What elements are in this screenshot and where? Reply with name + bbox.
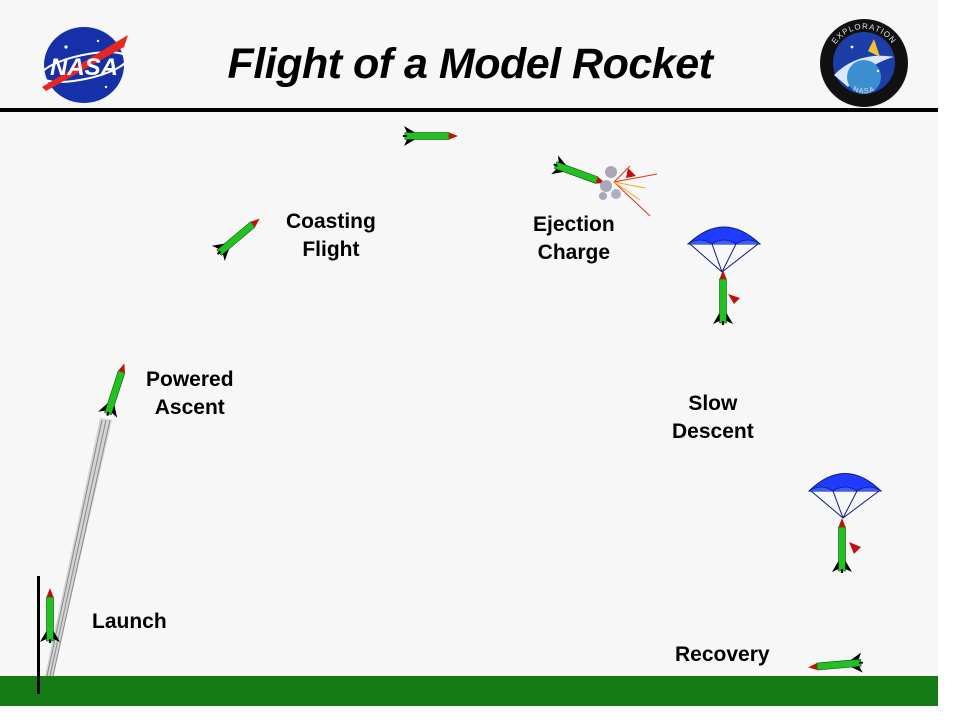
ejection-line2: Charge (537, 241, 611, 264)
ground (0, 676, 938, 706)
rocket-apogee-icon (402, 125, 459, 147)
exhaust-trail (45, 418, 112, 677)
ejection-line1: Ejection (533, 213, 615, 236)
powered-line2: Ascent (154, 396, 225, 419)
bottom-margin (0, 706, 960, 720)
rocket-recovery-icon (806, 652, 865, 678)
label-slow-descent: Slow Descent (672, 390, 754, 446)
coasting-line2: Flight (302, 238, 360, 261)
label-launch: Launch (92, 608, 167, 636)
launch-text: Launch (92, 610, 167, 633)
rocket-ejection-icon (549, 154, 610, 194)
label-coasting-flight: Coasting Flight (286, 208, 376, 264)
coasting-line1: Coasting (286, 210, 376, 233)
descent-line1: Slow (688, 392, 738, 415)
recovery-text: Recovery (675, 643, 770, 666)
ejection-burst (549, 154, 658, 217)
rocket-descent-lower-icon (831, 517, 853, 574)
svg-text:NASA: NASA (852, 86, 876, 95)
emblem-bottom-text: NASA (852, 86, 875, 95)
label-ejection-charge: Ejection Charge (533, 211, 615, 267)
diagram-panel (0, 0, 938, 720)
descent-line2: Descent (672, 420, 754, 443)
powered-line1: Powered (146, 368, 234, 391)
header-rule (0, 108, 938, 112)
exploration-emblem-icon: EXPLORATION NASA (820, 19, 908, 107)
label-powered-ascent: Powered Ascent (146, 366, 234, 422)
rocket-coasting-icon (210, 210, 267, 263)
launch-rod (37, 576, 40, 694)
label-recovery: Recovery (675, 641, 770, 669)
rocket-descent-upper-icon (712, 269, 734, 326)
nasa-logo-text: NASA (50, 54, 118, 81)
flight-scene (39, 125, 883, 678)
page-title: Flight of a Model Rocket (227, 40, 713, 88)
parachute-descent-lower (807, 473, 883, 574)
rocket-powered-icon (97, 359, 135, 420)
nasa-logo-icon: NASA (39, 27, 129, 103)
parachute-descent-upper (686, 226, 762, 326)
header (0, 0, 938, 110)
